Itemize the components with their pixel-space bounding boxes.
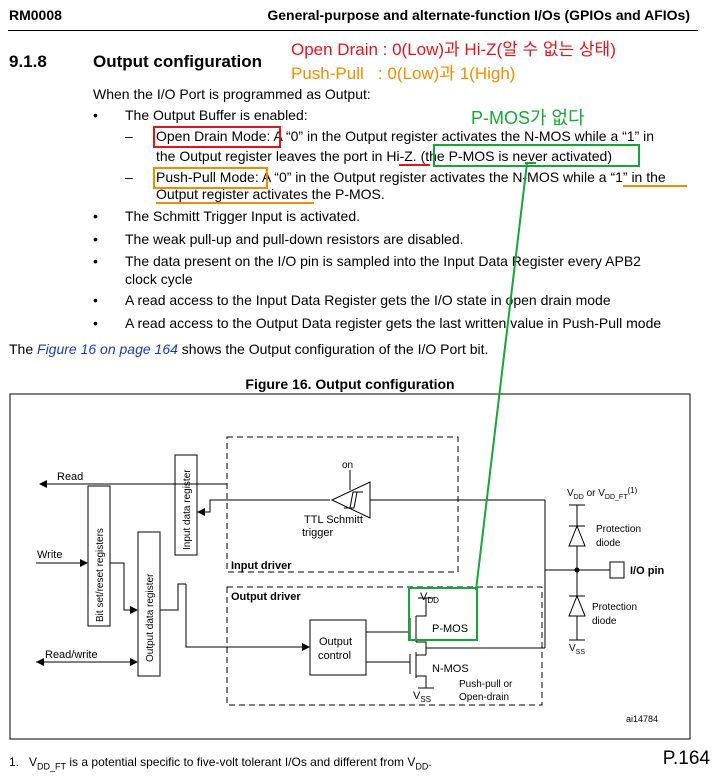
write-label: Write <box>37 549 62 561</box>
hiz-underline <box>399 164 430 166</box>
bullet-sampled-cont: clock cycle <box>125 271 193 287</box>
push-pull-highlight2: Output register activates <box>156 186 308 202</box>
io-pin-box <box>609 561 625 579</box>
footnote-sub1: DD_FT <box>37 761 67 772</box>
bullet-schmitt: The Schmitt Trigger Input is activated. <box>125 208 360 224</box>
figure-16-link[interactable]: Figure 16 on page 164 <box>37 341 178 357</box>
section-title: Output configuration <box>93 52 263 71</box>
ttl-schmitt-label: TTL Schmitt <box>304 514 363 526</box>
bullet-dot: • <box>93 253 98 269</box>
doc-id: RM0008 <box>9 7 62 23</box>
figure-id: ai14784 <box>626 714 658 724</box>
lower-diode-label: diode <box>592 616 617 627</box>
push-pull-highlight1: “1” in the <box>610 169 666 185</box>
input-data-register-box <box>174 454 198 556</box>
bullet-output-read: A read access to the Output Data registe… <box>125 315 662 331</box>
output-label: Output <box>319 636 352 648</box>
open-drain-text1: A “0” in the Output register activates t… <box>270 128 655 144</box>
page-label: P.164 <box>662 748 710 769</box>
footnote: 1. VDD_FT is a potential specific to fiv… <box>9 755 432 771</box>
one-in-the-underline <box>623 185 687 187</box>
dash-marker: – <box>125 169 133 185</box>
push-pull-annotation: Push-Pull : 0(Low)과 1(High) <box>291 64 516 83</box>
pmos-never-text: (the P-MOS is never activated) <box>420 148 612 164</box>
input-driver-label: Input driver <box>231 560 292 572</box>
header-divider <box>8 30 698 31</box>
open-drain-line2: the Output register leaves the port in H… <box>156 148 612 164</box>
open-drain-label: Open Drain Mode: <box>156 128 271 144</box>
bullet-dot: • <box>93 107 98 123</box>
figure-reference-text: The Figure 16 on page 164 shows the Outp… <box>9 341 488 357</box>
bottom-vss-label: VSS <box>569 643 585 656</box>
bullet-dot: • <box>93 315 98 331</box>
open-drain-label: Open-drain <box>459 692 509 703</box>
open-drain-text2b: . <box>412 148 421 164</box>
figure-ref-post: shows the Output configuration of the I/… <box>177 341 489 357</box>
footnote-text: is a potential specific to five-volt tol… <box>66 755 416 769</box>
bullet-sampled: The data present on the I/O pin is sampl… <box>125 253 641 269</box>
figure-ref-pre: The <box>9 341 38 357</box>
upper-protection-diode <box>568 524 586 547</box>
bullet-dot: • <box>93 231 98 247</box>
push-pull-line2: Output register activates the P-MOS. <box>156 186 385 202</box>
bullet-pull-resistors: The weak pull-up and pull-down resistors… <box>125 231 464 247</box>
read-label: Read <box>57 471 83 483</box>
nmos-vss-label: VSS <box>413 690 431 704</box>
pmos-annotation-connector-a <box>475 162 528 591</box>
footnote-number: 1. <box>9 755 20 769</box>
chapter-title: General-purpose and alternate-function I… <box>267 7 690 23</box>
bit-set-reset-box <box>87 485 111 627</box>
on-label: on <box>342 460 353 471</box>
output-data-register-label: Output data register <box>145 573 156 662</box>
output-driver-label: Output driver <box>231 591 301 603</box>
open-drain-text2a: the Output register leaves the port in <box>156 148 387 164</box>
pmos-annotation: P-MOS가 없다 <box>471 108 585 128</box>
control-label: control <box>318 650 351 662</box>
hiz-text: Hi-Z <box>386 148 413 164</box>
trigger-label: trigger <box>302 527 334 539</box>
lower-protection-label: Protection <box>592 602 637 613</box>
upper-diode-label: diode <box>596 538 621 549</box>
section-number: 9.1.8 <box>9 52 47 71</box>
push-pull-line1: Push-Pull Mode: A “0” in the Output regi… <box>156 169 666 185</box>
output-control-box <box>309 619 367 676</box>
bit-set-reset-label: Bit set/reset registers <box>95 528 106 622</box>
footnote-vddft: V <box>29 755 38 769</box>
dash-marker: – <box>125 128 133 144</box>
push-pull-label: Push-Pull Mode: <box>156 169 259 185</box>
footnote-post: . <box>428 755 432 769</box>
pmos-never-box <box>433 144 640 167</box>
push-pull-or-label: Push-pull or <box>459 679 513 690</box>
push-pull-text1: A “0” in the Output register activates t… <box>258 169 611 185</box>
lower-protection-diode <box>568 594 586 617</box>
bullet-input-read: A read access to the Input Data Register… <box>125 292 611 308</box>
vdd-or-vddft-label: VDD or VDD_FT(1) <box>567 486 638 501</box>
read-write-label: Read/write <box>45 649 98 661</box>
input-data-register-label: Input data register <box>182 469 193 550</box>
figure-frame <box>9 393 691 740</box>
pmos-highlight-box <box>408 587 478 641</box>
bullet-output-buffer: The Output Buffer is enabled: <box>125 107 308 123</box>
push-pull-text2: the P-MOS. <box>307 186 385 202</box>
output-register-activates-underline <box>156 202 314 204</box>
open-drain-highlight-box <box>153 126 281 148</box>
pmos-label: P-MOS <box>432 623 468 635</box>
upper-protection-label: Protection <box>596 524 641 535</box>
figure-title: Figure 16. Output configuration <box>245 376 455 392</box>
bullet-dot: • <box>93 292 98 308</box>
intro-text: When the I/O Port is programmed as Outpu… <box>93 86 371 102</box>
nmos-label: N-MOS <box>432 663 469 675</box>
output-data-register-box <box>137 531 161 677</box>
pmos-vdd-label: VDD <box>420 591 439 605</box>
open-drain-line1: Open Drain Mode: A “0” in the Output reg… <box>156 128 654 144</box>
input-driver-region <box>226 436 459 573</box>
bullet-dot: • <box>93 208 98 224</box>
io-pin-label: I/O pin <box>630 565 665 577</box>
open-drain-annotation: Open Drain : 0(Low)과 Hi-Z(알 수 없는 상태) <box>291 40 616 59</box>
push-pull-highlight-box <box>153 167 268 189</box>
output-driver-region <box>226 586 543 706</box>
footnote-sub2: DD <box>415 761 429 772</box>
